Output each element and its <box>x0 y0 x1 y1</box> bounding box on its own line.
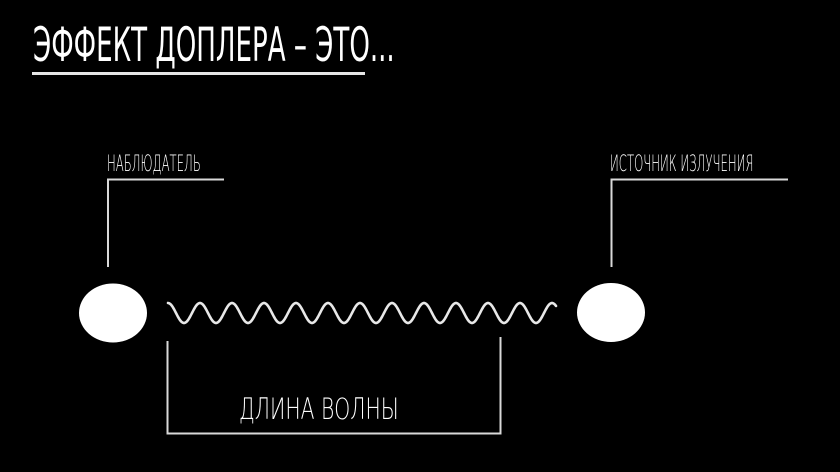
source-label: ИСТОЧНИК ИЗЛУЧЕНИЯ <box>610 152 754 177</box>
wavelength-bracket <box>166 337 502 435</box>
source-callout-line <box>610 178 788 267</box>
observer-circle <box>79 283 147 343</box>
observer-callout-line <box>107 178 224 267</box>
observer-label: НАБЛЮДАТЕЛЬ <box>107 152 201 177</box>
source-circle <box>577 283 645 342</box>
slide-title: ЭФФЕКТ ДОПЛЕРА – ЭТО... <box>33 18 395 73</box>
sine-wave <box>166 301 558 325</box>
wavelength-label: ДЛИНА ВОЛНЫ <box>239 392 399 426</box>
